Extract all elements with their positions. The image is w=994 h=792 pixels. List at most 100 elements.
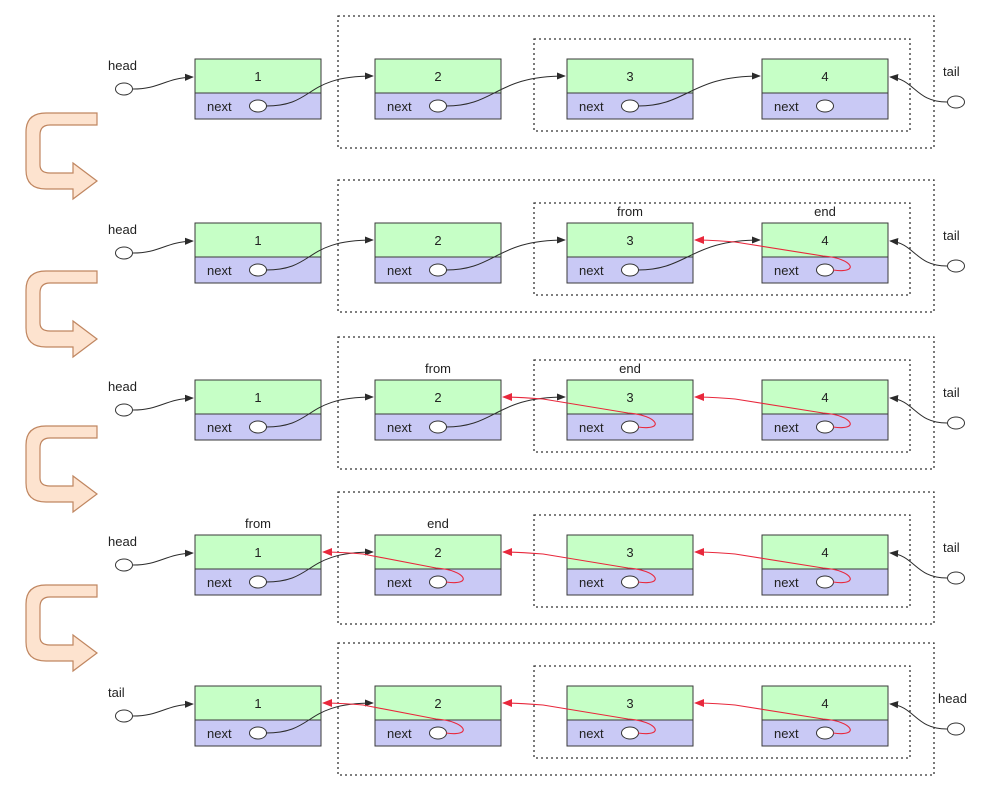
node-next-label: next	[207, 420, 232, 435]
node-value-label: 3	[626, 69, 633, 84]
marker-from: from	[425, 361, 451, 376]
node-value-label: 4	[821, 696, 828, 711]
left-pointer-circle	[115, 558, 133, 572]
u-turn-arrow-icon	[25, 425, 98, 514]
turn-arrows-layer	[25, 112, 98, 673]
node-next-label: next	[774, 263, 799, 278]
node-value-cell	[194, 685, 322, 721]
node-value-cell	[374, 534, 502, 570]
node-value-label: 3	[626, 545, 633, 560]
right-pointer: tail	[889, 540, 965, 585]
node-value-cell	[374, 379, 502, 415]
node-value-cell	[566, 379, 694, 415]
node-4: 4 next	[761, 534, 889, 596]
next-link	[265, 72, 374, 107]
reversed-link	[322, 699, 464, 735]
pointer-circle	[816, 575, 834, 589]
node-value-label: 1	[254, 233, 261, 248]
right-pointer-link	[889, 550, 948, 579]
next-link	[265, 236, 374, 271]
u-turn-arrow-icon	[25, 112, 98, 201]
node-next-label: next	[387, 99, 412, 114]
left-pointer-circle	[115, 709, 133, 723]
marker-end: end	[427, 516, 449, 531]
node-value-cell	[374, 222, 502, 258]
node-next-label: next	[579, 420, 604, 435]
pointer-circle	[621, 726, 639, 740]
right-pointer-circle	[947, 571, 965, 585]
marker-from: from	[245, 516, 271, 531]
pointer-circle	[249, 263, 267, 277]
marker-from: from	[617, 204, 643, 219]
pointer-circle	[249, 99, 267, 113]
reversed-link	[502, 699, 656, 735]
right-pointer-link	[889, 238, 948, 267]
reversed-link	[322, 548, 464, 584]
next-link	[637, 72, 761, 107]
node-next-label: next	[207, 263, 232, 278]
right-pointer: tail	[889, 385, 965, 430]
reversed-link	[694, 236, 851, 272]
node-next-label: next	[579, 575, 604, 590]
right-pointer-link	[889, 701, 948, 730]
next-link	[445, 72, 566, 107]
right-pointer-label: tail	[943, 228, 960, 243]
right-pointer-link	[889, 395, 948, 424]
node-next-label: next	[579, 263, 604, 278]
node-value-label: 3	[626, 696, 633, 711]
node-value-label: 2	[434, 69, 441, 84]
marker-end: end	[619, 361, 641, 376]
node-value-label: 4	[821, 545, 828, 560]
left-pointer-link	[132, 549, 194, 566]
left-pointer: head	[108, 379, 194, 417]
node-2: 2 next	[374, 58, 502, 120]
node-value-label: 2	[434, 390, 441, 405]
left-pointer-circle	[115, 246, 133, 260]
right-pointer-circle	[947, 95, 965, 109]
right-pointer: tail	[889, 64, 965, 109]
node-value-label: 1	[254, 545, 261, 560]
right-pointer-label: head	[938, 691, 967, 706]
node-value-label: 4	[821, 390, 828, 405]
left-pointer-label: tail	[108, 685, 125, 700]
right-pointer: head	[889, 691, 967, 736]
node-value-label: 2	[434, 696, 441, 711]
node-value-cell	[566, 58, 694, 94]
right-pointer: tail	[889, 228, 965, 273]
pointer-circle	[249, 726, 267, 740]
node-next-label: next	[774, 99, 799, 114]
left-pointer-link	[132, 394, 194, 411]
node-value-cell	[194, 534, 322, 570]
node-value-cell	[761, 685, 889, 721]
left-pointer: head	[108, 534, 194, 572]
node-value-label: 2	[434, 233, 441, 248]
right-pointer-circle	[947, 259, 965, 273]
node-next-label: next	[579, 99, 604, 114]
pointer-circle	[621, 575, 639, 589]
left-pointer: head	[108, 58, 194, 96]
node-next-label: next	[774, 420, 799, 435]
node-next-label: next	[774, 575, 799, 590]
left-pointer-circle	[115, 82, 133, 96]
reversed-link	[694, 548, 851, 584]
node-value-label: 1	[254, 69, 261, 84]
u-turn-arrow-shape	[25, 584, 98, 673]
right-pointer-circle	[947, 416, 965, 430]
pointer-circle	[816, 263, 834, 277]
node-value-label: 1	[254, 390, 261, 405]
outer-dotted-frame	[337, 179, 935, 313]
node-value-cell	[194, 379, 322, 415]
left-pointer: head	[108, 222, 194, 260]
pointer-circle	[429, 263, 447, 277]
node-value-label: 3	[626, 390, 633, 405]
